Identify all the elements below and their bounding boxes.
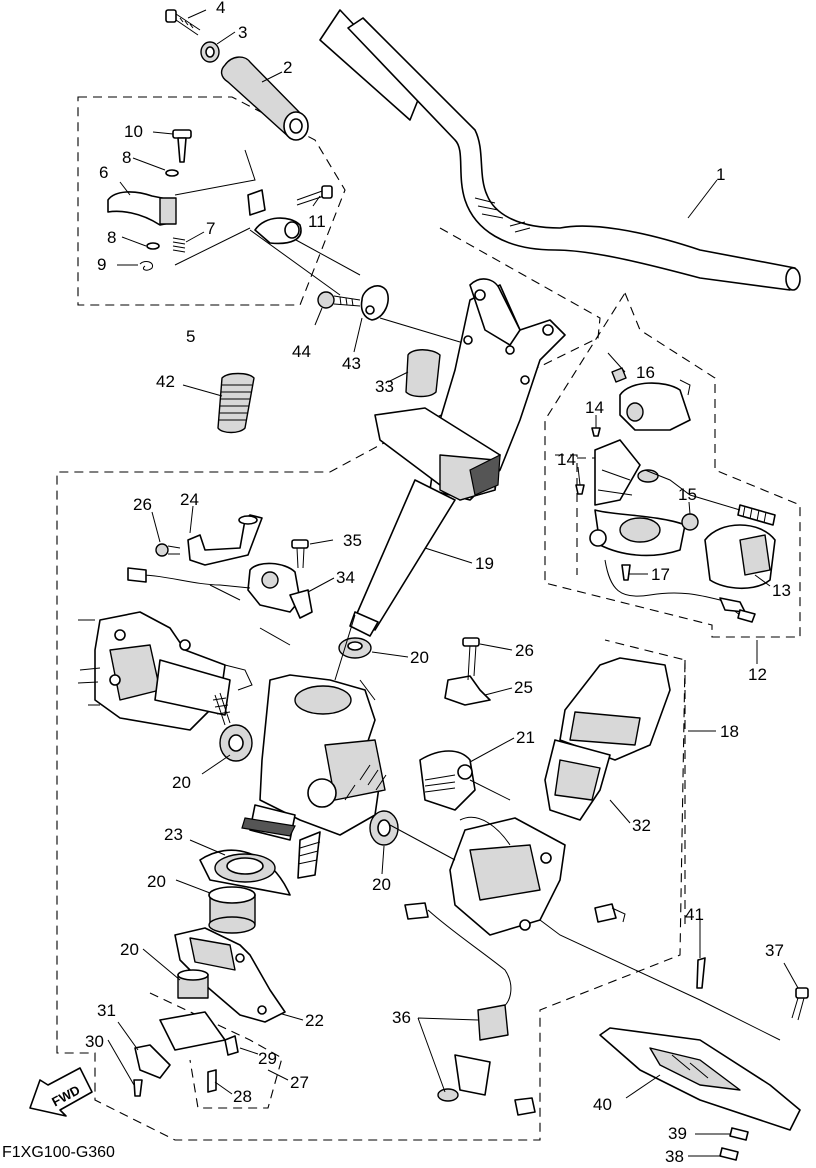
callout-30: 30 [85, 1032, 104, 1051]
bracket-22 [174, 927, 286, 1023]
callout-42: 42 [156, 372, 175, 391]
guard-40 [599, 1027, 801, 1131]
group-5-outline [77, 96, 346, 306]
washer-20-left [219, 724, 253, 762]
callout-19: 19 [475, 554, 494, 573]
callout-25: 25 [514, 678, 533, 697]
callout-16: 16 [636, 363, 655, 382]
callout-1: 1 [716, 165, 725, 184]
leader-lines [107, 9, 799, 1157]
callout-11: 11 [308, 212, 326, 231]
central-housing [241, 674, 387, 879]
group-outlines [56, 96, 801, 1141]
callout-13: 13 [772, 581, 791, 600]
callout-8b: 8 [107, 228, 116, 247]
callout-20b: 20 [172, 773, 191, 792]
fasteners-38-39 [719, 1127, 749, 1161]
callout-26b: 26 [515, 641, 534, 660]
bushing-20-mid [208, 886, 256, 934]
callout-34: 34 [336, 568, 355, 587]
bushing-20-bottom [177, 969, 209, 999]
callout-43: 43 [342, 354, 361, 373]
bolt-4 [165, 9, 201, 36]
callout-20d: 20 [147, 872, 166, 891]
callout-24: 24 [180, 490, 199, 509]
group-27-parts [133, 1011, 239, 1097]
cable-36 [404, 902, 536, 1116]
handlebar [319, 9, 801, 291]
coil-21 [419, 750, 476, 811]
callout-37: 37 [765, 941, 784, 960]
callout-39: 39 [668, 1124, 687, 1143]
steering-column-19 [349, 278, 566, 637]
housing-18 [449, 816, 626, 936]
callout-20c: 20 [372, 875, 391, 894]
grip-2 [220, 56, 309, 141]
washer-20-top [338, 637, 372, 659]
lever-group-5 [107, 129, 361, 276]
callout-7: 7 [206, 219, 215, 238]
callout-15: 15 [678, 485, 697, 504]
callout-28: 28 [233, 1087, 252, 1106]
callout-10: 10 [124, 122, 143, 141]
callout-5: 5 [186, 327, 195, 346]
callout-9: 9 [97, 255, 106, 274]
callout-18: 18 [720, 722, 739, 741]
callout-4: 4 [216, 0, 225, 17]
washer-20-right [369, 810, 399, 846]
diagram-reference: F1XG100-G360 [2, 1144, 115, 1161]
callout-33: 33 [375, 377, 394, 396]
spring-42 [217, 372, 255, 434]
group-12-outline [544, 292, 801, 638]
callout-17: 17 [651, 565, 670, 584]
bolt-44 [317, 291, 361, 309]
bracket-25 [444, 637, 491, 706]
callout-27: 27 [290, 1073, 309, 1092]
callout-20e: 20 [120, 940, 139, 959]
group-27-outline [149, 992, 283, 1109]
bracket-43 [360, 285, 471, 346]
callouts: 1 2 3 4 5 6 7 8 8 9 10 11 12 13 14 14 15… [85, 0, 791, 1166]
washer-3 [200, 41, 220, 63]
callout-31: 31 [97, 1001, 116, 1020]
callout-35: 35 [343, 531, 362, 550]
callout-14a: 14 [585, 398, 604, 417]
bracket-24 [187, 514, 263, 566]
callout-38: 38 [665, 1147, 684, 1163]
bolt-37 [791, 987, 809, 1021]
callout-21: 21 [516, 728, 535, 747]
bolt-26-left [155, 543, 181, 557]
callout-20a: 20 [410, 648, 429, 667]
callout-44: 44 [292, 342, 311, 361]
switch-group-12 [575, 367, 776, 623]
main-housing-outline [56, 227, 686, 1141]
callout-22: 22 [305, 1011, 324, 1030]
callout-6: 6 [99, 163, 108, 182]
group-12-inner [555, 454, 610, 575]
left-housing [77, 611, 253, 731]
callout-12: 12 [748, 665, 767, 684]
callout-40: 40 [593, 1095, 612, 1114]
seal-23 [199, 849, 291, 896]
callout-32: 32 [632, 816, 651, 835]
callout-2: 2 [283, 58, 292, 77]
switch-34 [127, 562, 313, 619]
callout-41: 41 [685, 905, 704, 924]
callout-8a: 8 [122, 148, 131, 167]
bolt-35 [291, 539, 309, 569]
callout-36: 36 [392, 1008, 411, 1027]
callout-29: 29 [258, 1049, 277, 1068]
callout-3: 3 [238, 23, 247, 42]
pin-41 [696, 957, 706, 989]
callout-14b: 14 [557, 450, 576, 469]
callout-26a: 26 [133, 495, 152, 514]
fwd-arrow: FWD [29, 1067, 93, 1117]
cover-32 [544, 657, 671, 821]
callout-23: 23 [164, 825, 183, 844]
